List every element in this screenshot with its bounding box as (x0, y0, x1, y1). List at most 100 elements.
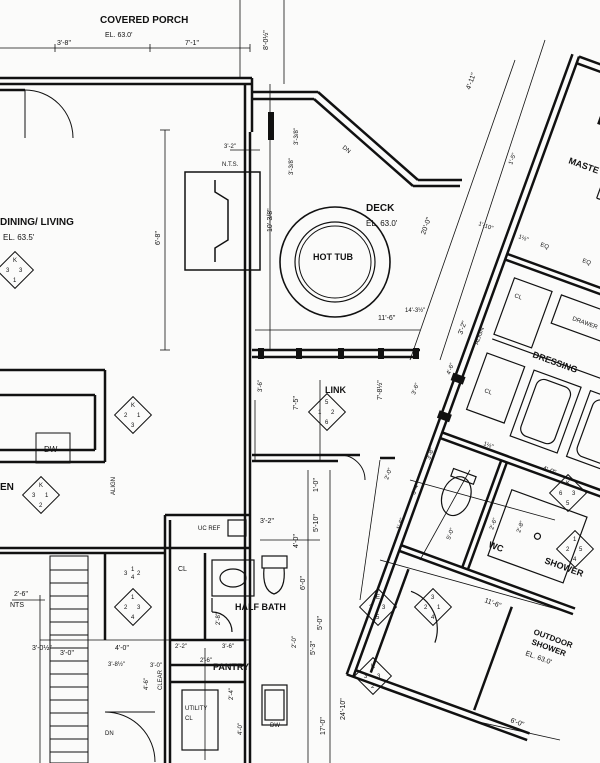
label-drawer: DRAWER (571, 316, 599, 331)
tag1-left: 3 (6, 268, 10, 274)
label-cl-dressing: CL (513, 293, 523, 301)
dim-mid-3-2: 3'-2" (260, 518, 274, 525)
tag10-left: 2 (566, 547, 570, 553)
dim-ms-1-5: 1'-5" (508, 152, 518, 165)
tag7-left: 3 (364, 674, 368, 680)
dim-link-7-5: 7'-5" (293, 396, 300, 410)
hot-tub-label: HOT TUB (313, 252, 353, 262)
room-label-half-bath: HALF BATH (235, 602, 286, 612)
dim-ms-4-6: 4'-6" (446, 362, 456, 375)
dim-pantry-3-0: 3'-0" (150, 663, 162, 669)
tag9-bottom: 5 (566, 501, 570, 507)
tag6-bottom: 5 (376, 615, 380, 621)
room-label-shower: SHOWER (543, 555, 585, 578)
dim-mid-17-0: 17'-0" (320, 717, 327, 735)
tag8-right: 1 (437, 605, 441, 611)
dim-pantry-2-6: 2'-6" (200, 658, 212, 664)
dim-link-1-0: 1'-0" (313, 478, 320, 492)
tag1-bottom: 1 (13, 278, 17, 284)
dim-ms-4-0: 4'-0" (541, 465, 557, 477)
elevation-deck: EL. 63.0' (366, 219, 398, 228)
tag7-top: K (371, 664, 375, 670)
dim-link-3-6: 3'-6" (258, 380, 264, 392)
note-eq-2: EQ (581, 258, 592, 267)
tag4-bottom: 6 (325, 420, 329, 426)
tag11-left: 3 (124, 571, 128, 577)
dim-half-2-2: 2'-2" (175, 644, 187, 650)
deck-outline (252, 90, 462, 359)
dim-left-4-6: 4'-6" (144, 678, 150, 690)
note-clear: CLEAR (158, 669, 164, 690)
tag2-top: K (131, 403, 135, 409)
dim-fireplace-3: 3'-3/8" (294, 128, 300, 145)
tag2-right: 1 (137, 413, 141, 419)
tag6-right: 3 (382, 605, 386, 611)
dim-ms-3-4: 3'-4" (411, 482, 421, 495)
dimension-lines (0, 0, 420, 763)
dim-mid-5-0: 5'-0" (317, 616, 324, 630)
room-label-deck: DECK (366, 203, 395, 214)
label-dw-pantry: DW (270, 723, 280, 729)
dim-pantry-2-4: 2'-4" (229, 688, 235, 700)
note-align-kitchen: ALIGN (111, 477, 117, 495)
tag5-left: 2 (124, 605, 128, 611)
tag5-right: 3 (137, 605, 141, 611)
main-house-walls (0, 76, 254, 763)
label-dw-kitchen: DW (44, 445, 58, 454)
label-cl-dressing-2: CL (483, 388, 493, 396)
link-walls (252, 453, 395, 463)
dimension-text: 3'-8" 7'-1" 8'-0½" 3'-2" 3'-3/8" 6'-8" 1… (14, 30, 557, 735)
link-door-swing (339, 454, 366, 481)
tag1-right: 3 (19, 268, 23, 274)
label-utility: UTILITY (185, 706, 207, 712)
dim-ms-6-0: 6'-0" (509, 717, 525, 729)
room-label-pantry: PANTRY (213, 662, 249, 672)
dim-mid-6-0: 6'-0" (300, 576, 307, 590)
door-swing-living (24, 89, 74, 139)
dim-porch-vert: 8'-0½" (262, 30, 270, 50)
tag10-top: 1 (573, 537, 577, 543)
dim-ms-3-6: 3'-6" (411, 382, 421, 395)
master-wing (345, 53, 600, 742)
note-nts-top: N.T.S. (222, 162, 239, 168)
room-label-dining-living: DINING/ LIVING (0, 217, 74, 228)
label-utility-cl: CL (185, 716, 193, 722)
dim-ms-3-8: 3'-8" (426, 447, 436, 460)
dim-deck-14: 14'-3½" (405, 307, 425, 314)
half-bath-fixtures (211, 555, 288, 633)
tag6-left: 2 (369, 605, 373, 611)
tag4-top: 5 (325, 400, 329, 406)
dim-link-7-8: 7'-8½" (376, 380, 384, 400)
dim-deck-20: 20'-0" (420, 216, 433, 236)
tag1-top: K (13, 258, 17, 264)
deck-railing-posts (258, 112, 419, 359)
dim-ms-3-2: 3'-2" (457, 320, 469, 336)
dim-half-3-6: 3'-6" (222, 644, 234, 650)
dishwasher-kitchen (35, 432, 71, 464)
label-cl-halfbath: CL (178, 566, 187, 573)
tag2-bottom: 3 (131, 423, 135, 429)
door-swing-stair (104, 711, 156, 763)
room-label-kitchen-fragment: EN (0, 482, 14, 493)
elevation-dining-living: EL. 63.5' (3, 233, 35, 242)
note-eq-1: EQ (539, 242, 550, 251)
tag8-top: 3 (431, 595, 435, 601)
tag10-bottom: 4 (573, 557, 577, 563)
dim-mid-4-0: 4'-0" (293, 534, 300, 548)
dim-ms-1-10: 1'-10" (477, 221, 493, 232)
pantry-fixtures (181, 519, 288, 751)
dim-left-3-8: 3'-8½" (108, 661, 125, 668)
tag3-right: 1 (45, 493, 49, 499)
master-dimension-lines (359, 39, 561, 741)
dim-porch-left: 3'-8" (57, 40, 71, 47)
dim-ms-2-6: 2'-6" (489, 517, 499, 530)
tag9-right: 3 (572, 491, 576, 497)
tag11-top: 1 (131, 567, 135, 573)
tag9-top: K (566, 481, 570, 487)
fireplace (184, 171, 261, 271)
tag3-bottom: 2 (39, 503, 43, 509)
hot-tub (279, 206, 391, 318)
tag3-left: 3 (32, 493, 36, 499)
tag2-left: 2 (124, 413, 128, 419)
